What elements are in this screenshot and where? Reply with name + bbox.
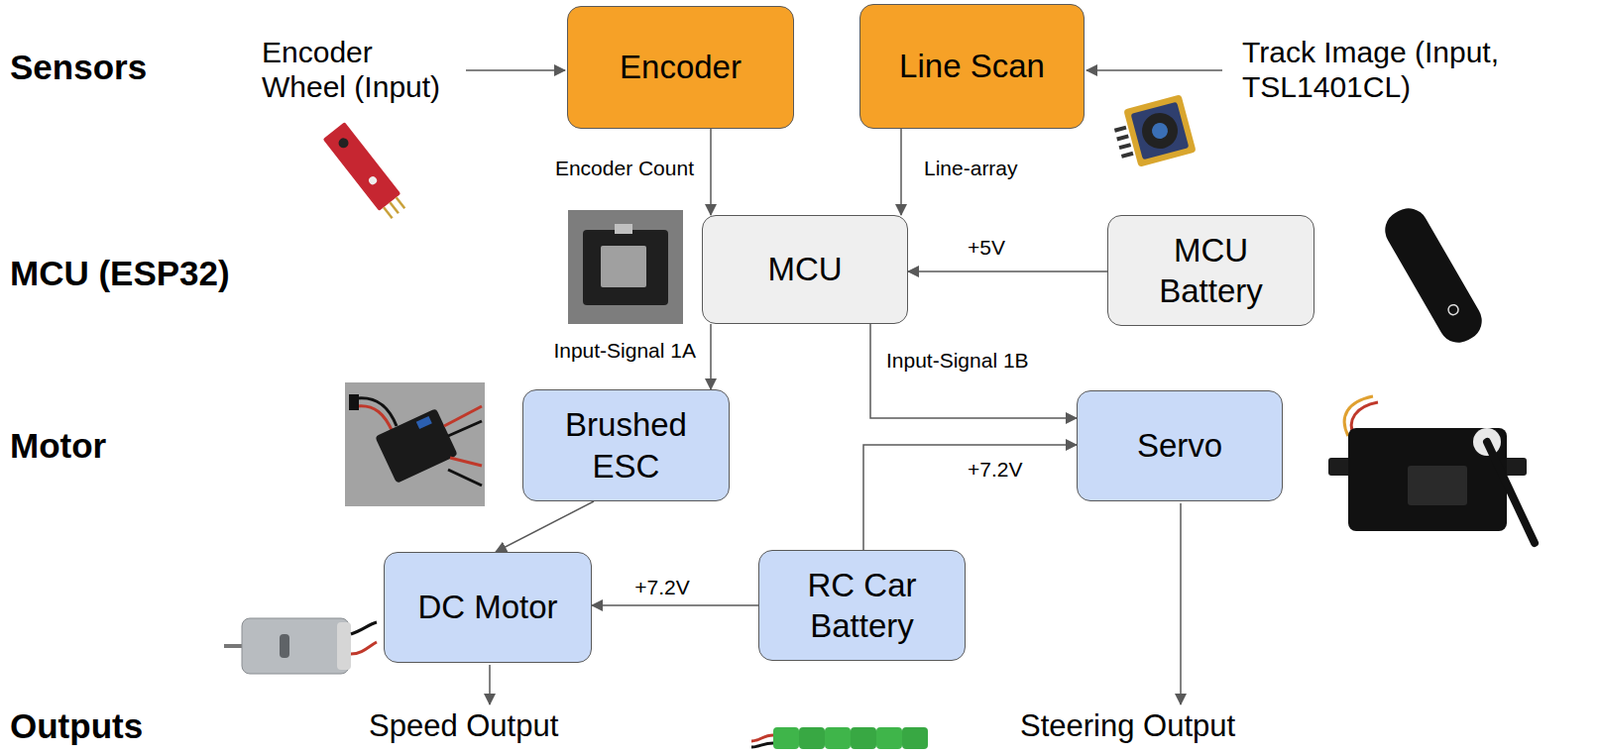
sensor-pin	[383, 207, 393, 219]
dc-motor-illustration	[224, 618, 377, 675]
signal-connector	[863, 445, 1077, 551]
signal-connector	[709, 324, 712, 390]
signal-label: Input-Signal 1B	[883, 347, 1032, 373]
motor-can	[241, 618, 349, 675]
signal-connector	[900, 128, 903, 216]
signal-label: +7.2V	[964, 457, 1026, 482]
motor-slot	[279, 634, 290, 659]
signal-label: Input-Signal 1A	[550, 338, 699, 363]
encoder-sensor-illustration	[323, 121, 410, 223]
signal-connector	[495, 501, 594, 553]
signal-connector	[709, 128, 712, 216]
output-arrow	[1179, 503, 1182, 705]
usb-port	[614, 224, 633, 234]
camera-pin	[1119, 142, 1133, 150]
row-heading: Motor	[9, 426, 308, 466]
row-heading: Outputs	[9, 706, 308, 747]
camera-pin	[1116, 133, 1130, 141]
box-label: DC Motor	[417, 586, 558, 628]
esc-wire	[448, 469, 482, 486]
power-button	[1446, 303, 1461, 318]
output-label: Steering Output	[1020, 708, 1338, 745]
photo-ground	[344, 382, 485, 507]
battery-box: MCU Battery	[1107, 215, 1315, 327]
camera-board	[1123, 94, 1196, 167]
battery-cell	[773, 727, 800, 750]
power-bank-illustration	[1377, 201, 1489, 350]
output-arrow	[488, 665, 491, 705]
box-label: MCU	[767, 248, 842, 290]
camera-glass	[1149, 120, 1170, 141]
input-label: Track Image (Input, TSL1401CL)	[1242, 35, 1532, 105]
signal-label: Line-array	[920, 155, 1022, 181]
mcu-box: MCU	[701, 215, 909, 325]
box-label: Encoder	[619, 46, 742, 88]
sensor-box: Encoder	[567, 5, 795, 129]
camera-illustration	[1110, 94, 1197, 171]
box-label: MCU Battery	[1124, 229, 1298, 313]
camera-lens	[1138, 109, 1182, 153]
servo-horn	[1486, 442, 1535, 544]
signal-label: +7.2V	[631, 574, 692, 600]
esp32-module	[600, 245, 647, 288]
signal-label: +5V	[964, 234, 1009, 260]
signal-connector	[908, 270, 1108, 273]
row-heading: MCU (ESP32)	[9, 253, 308, 294]
battery-illustration	[751, 727, 928, 750]
battery-cell	[850, 727, 877, 750]
battery-box: RC Car Battery	[758, 550, 966, 662]
signal-connector	[591, 604, 759, 607]
battery-wire	[751, 735, 774, 742]
esc-wire	[448, 421, 482, 437]
battery-cell	[824, 727, 851, 750]
motor-box: Brushed ESC	[522, 389, 730, 502]
sensor-eye	[337, 135, 351, 150]
esp32-illustration	[568, 210, 684, 325]
servo-illustration	[1328, 396, 1535, 544]
sensor-board	[323, 121, 402, 212]
sensor-hole	[366, 175, 378, 187]
motor-box: DC Motor	[383, 552, 592, 664]
camera-pin	[1114, 125, 1128, 133]
photo-ground	[568, 210, 684, 325]
battery-cell	[902, 727, 928, 750]
motor-shaft	[224, 644, 244, 649]
battery-wire	[751, 743, 774, 748]
motor-wire	[350, 642, 377, 655]
esc-body	[374, 408, 458, 484]
box-label: RC Car Battery	[775, 565, 949, 648]
box-label: Brushed ESC	[539, 404, 713, 487]
esc-plug	[348, 394, 359, 411]
output-label: Speed Output	[368, 708, 667, 745]
esc-wire	[356, 406, 393, 433]
battery-cell	[876, 727, 903, 750]
esp32-board	[582, 229, 669, 306]
servo-body	[1348, 428, 1507, 532]
signal-connector	[870, 324, 1077, 419]
esc-illustration	[344, 382, 485, 507]
motor-wire	[350, 622, 377, 635]
input-arrow	[1086, 69, 1223, 72]
esc-switch	[416, 416, 433, 430]
battery-cell	[799, 727, 825, 750]
servo-sticker	[1407, 465, 1468, 506]
input-label: Encoder Wheel (Input)	[261, 35, 451, 105]
input-arrow	[465, 69, 566, 72]
signal-label: Encoder Count	[552, 155, 697, 181]
sensor-box: Line Scan	[859, 3, 1085, 129]
sensor-pin	[389, 202, 399, 214]
camera-pin	[1121, 151, 1135, 159]
sensor-pin	[396, 197, 406, 209]
esc-wire	[450, 457, 482, 466]
motor-cap	[337, 622, 351, 671]
box-label: Servo	[1137, 425, 1223, 466]
camera-pcb	[1131, 102, 1190, 161]
box-label: Line Scan	[899, 45, 1045, 87]
power-bank-body	[1377, 201, 1489, 350]
motor-box: Servo	[1076, 390, 1283, 502]
